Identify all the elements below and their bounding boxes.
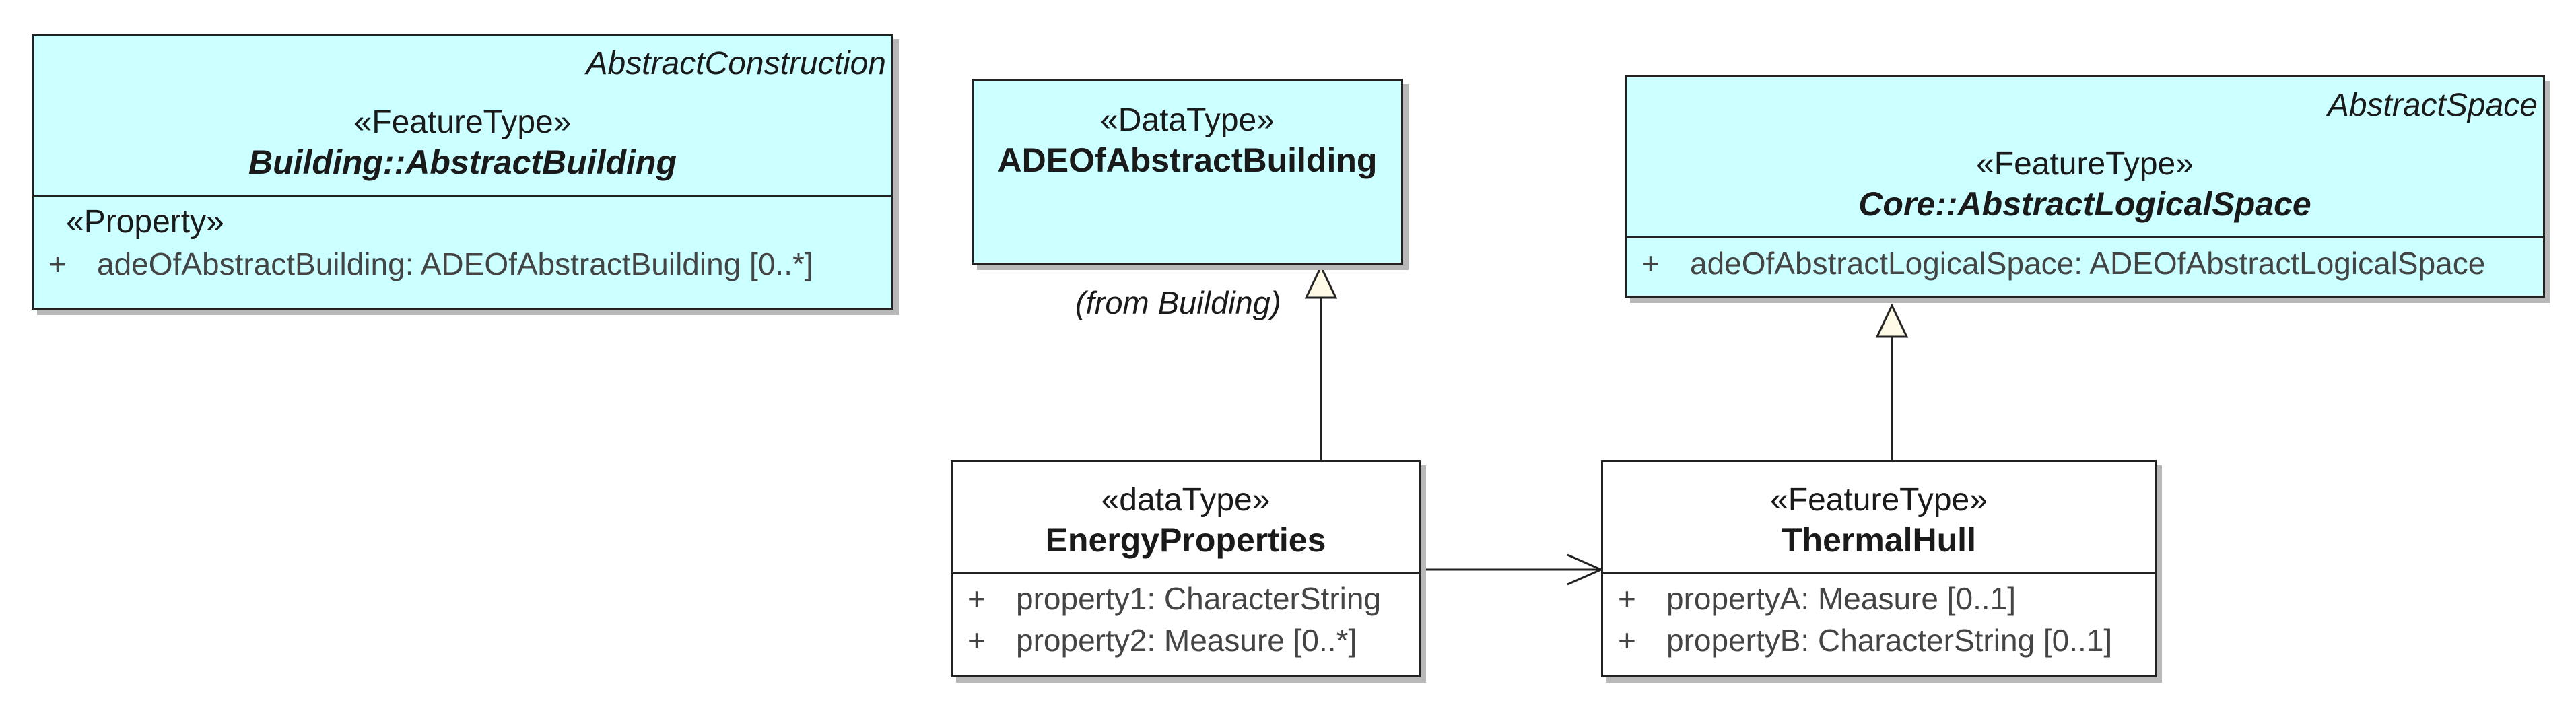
class-ade-of-abstract-building[interactable]: «DataType» ADEOfAbstractBuilding (972, 79, 1403, 265)
class-header: «FeatureType» ThermalHull (1603, 462, 2155, 572)
visibility-marker: + (968, 623, 986, 658)
stereotype-label: «FeatureType» (1976, 146, 2194, 182)
attribute-compartment: + adeOfAbstractLogicalSpace: ADEOfAbstra… (1627, 236, 2543, 284)
attribute-text: property2: Measure [0..*] (1016, 623, 1357, 658)
generalization-arrowhead-energy (1304, 264, 1338, 299)
class-abstract-logical-space[interactable]: AbstractSpace «FeatureType» Core::Abstra… (1625, 75, 2545, 298)
class-header: «dataType» EnergyProperties (953, 462, 1419, 572)
attribute-text: propertyA: Measure [0..1] (1666, 581, 2016, 616)
class-header: AbstractSpace «FeatureType» Core::Abstra… (1627, 77, 2543, 236)
attribute-compartment: «Property» + adeOfAbstractBuilding: ADEO… (34, 195, 891, 285)
parent-class-label: AbstractConstruction (586, 46, 886, 81)
attribute-row: + adeOfAbstractLogicalSpace: ADEOfAbstra… (1627, 242, 2543, 284)
class-header: AbstractConstruction «FeatureType» Build… (34, 36, 891, 195)
class-name: ADEOfAbstractBuilding (997, 141, 1378, 179)
generalization-arrowhead-thermal (1875, 303, 1909, 338)
stereotype-label: «FeatureType» (1770, 482, 1988, 518)
attribute-text: property1: CharacterString (1016, 581, 1382, 616)
class-thermal-hull[interactable]: «FeatureType» ThermalHull + propertyA: M… (1601, 460, 2157, 677)
class-name: ThermalHull (1782, 521, 1976, 559)
visibility-marker: + (1641, 246, 1660, 281)
visibility-marker: + (48, 246, 67, 281)
parent-class-label: AbstractSpace (2327, 88, 2538, 123)
visibility-marker: + (1618, 581, 1636, 616)
attribute-text: adeOfAbstractBuilding: ADEOfAbstractBuil… (97, 246, 813, 281)
visibility-marker: + (968, 581, 986, 616)
stereotype-label: «DataType» (1100, 102, 1275, 138)
attribute-row: + propertyA: Measure [0..1] (1603, 578, 2155, 619)
from-package-label: (from Building) (1075, 285, 1281, 320)
class-abstract-building[interactable]: AbstractConstruction «FeatureType» Build… (32, 34, 893, 310)
attribute-row: + property2: Measure [0..*] (953, 619, 1419, 661)
property-section-title: «Property» (66, 204, 224, 240)
attribute-text: propertyB: CharacterString [0..1] (1666, 623, 2113, 658)
attribute-text: adeOfAbstractLogicalSpace: ADEOfAbstract… (1690, 246, 2486, 281)
attribute-compartment: + propertyA: Measure [0..1] + propertyB:… (1603, 572, 2155, 661)
attribute-compartment: + property1: CharacterString + property2… (953, 572, 1419, 661)
class-header: «DataType» ADEOfAbstractBuilding (974, 81, 1401, 180)
class-energy-properties[interactable]: «dataType» EnergyProperties + property1:… (951, 460, 1421, 677)
stereotype-label: «FeatureType» (353, 104, 572, 140)
attribute-row: + property1: CharacterString (953, 578, 1419, 619)
visibility-marker: + (1618, 623, 1636, 658)
class-name: EnergyProperties (1045, 521, 1326, 559)
attribute-row: + adeOfAbstractBuilding: ADEOfAbstractBu… (34, 243, 891, 285)
class-name: Core::AbstractLogicalSpace (1858, 185, 2311, 223)
attribute-row: + propertyB: CharacterString [0..1] (1603, 619, 2155, 661)
stereotype-label: «dataType» (1101, 482, 1270, 518)
class-name: Building::AbstractBuilding (248, 143, 677, 181)
